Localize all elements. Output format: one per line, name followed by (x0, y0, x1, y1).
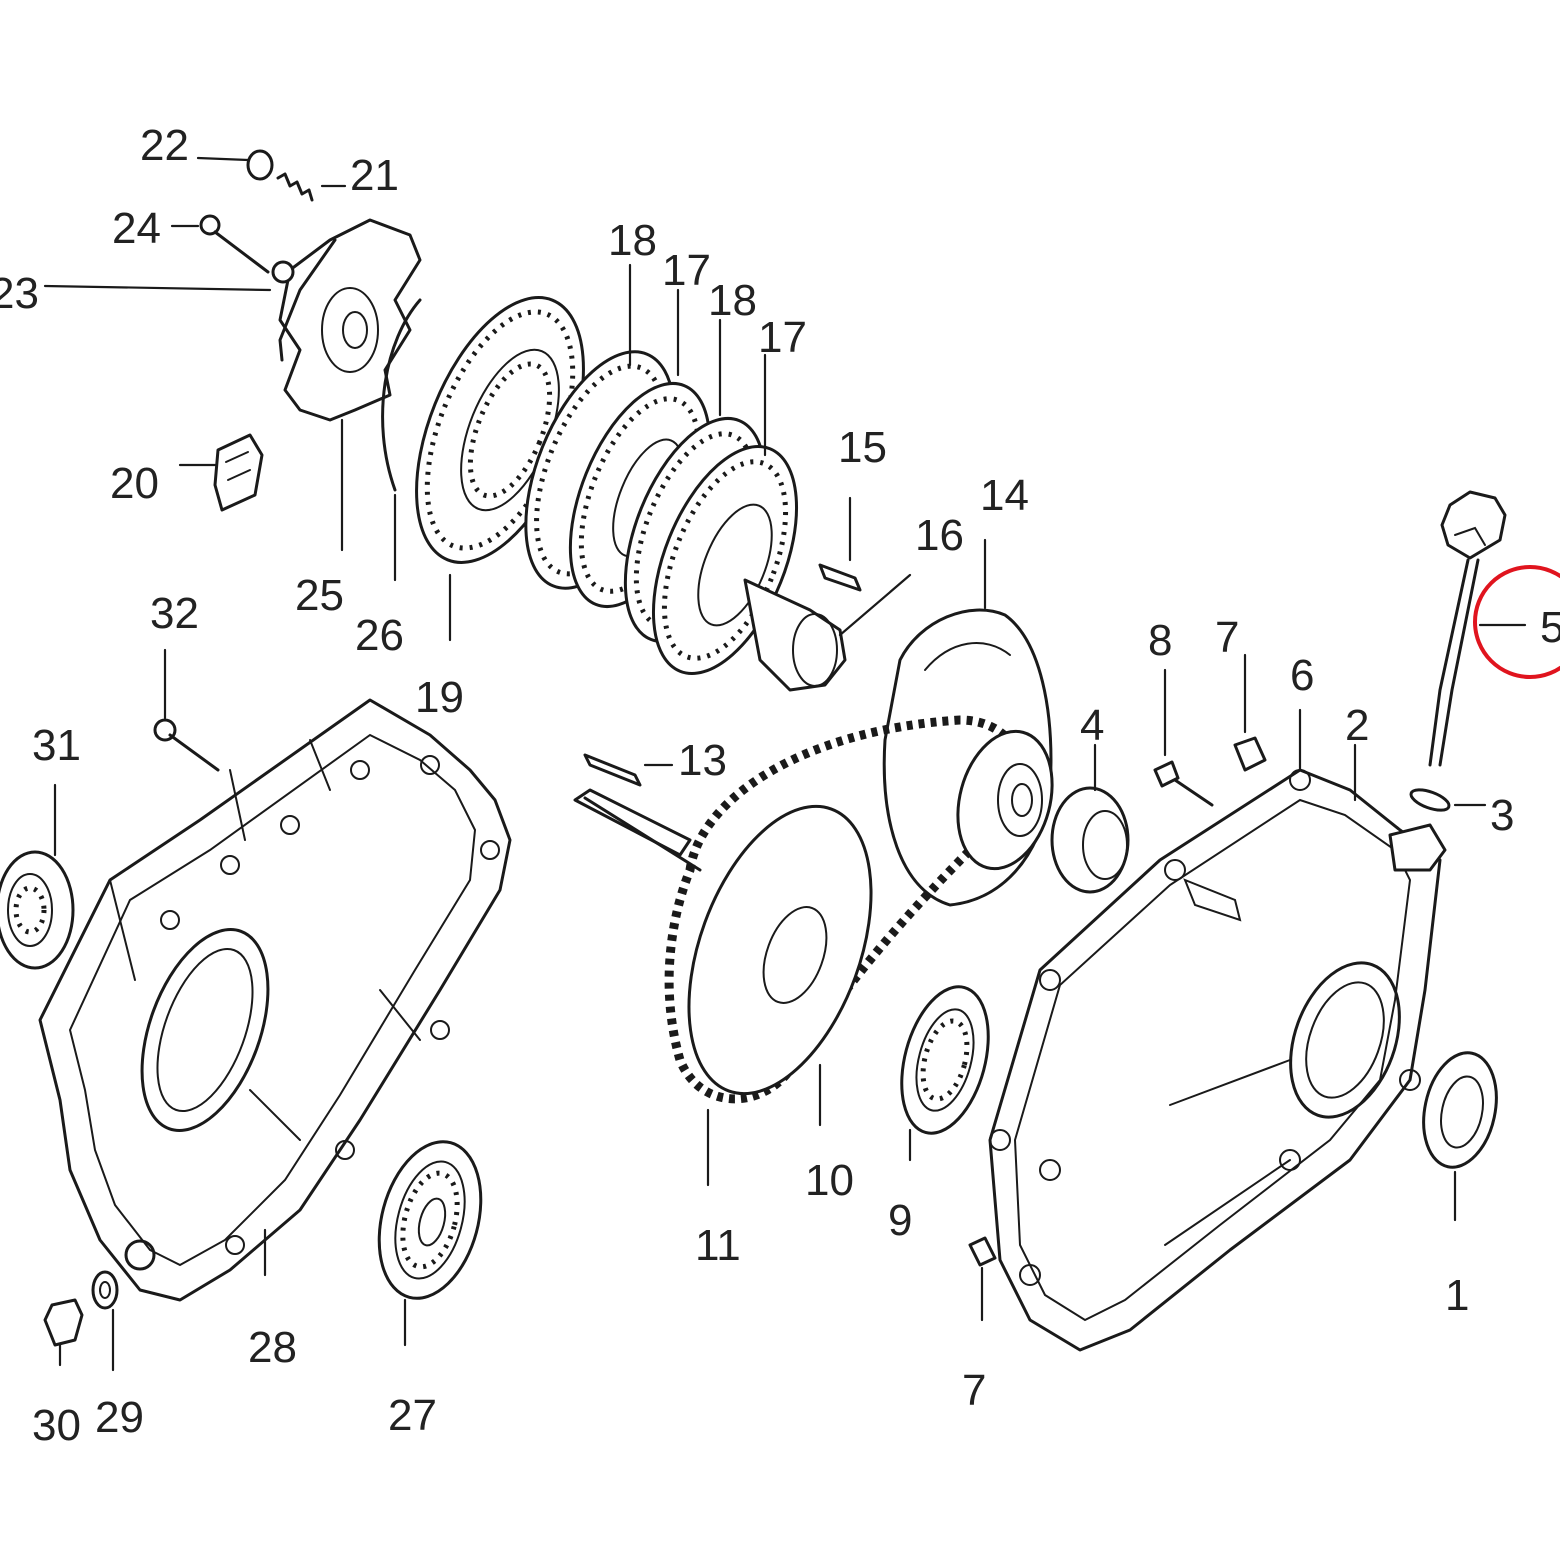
callout-28: 28 (248, 1323, 297, 1372)
callout-26: 26 (355, 611, 404, 660)
callout-5: 5 (1540, 603, 1560, 652)
washer-29 (91, 1270, 119, 1372)
drive-sprocket (956, 729, 1054, 871)
drain-plug-30 (43, 1298, 84, 1367)
driven-sprocket (687, 804, 873, 1096)
callout-18-first: 18 (608, 216, 657, 265)
dowel-pin-7-lower (968, 1236, 997, 1322)
callout-7-lower: 7 (962, 1366, 986, 1415)
callout-4: 4 (1080, 701, 1104, 750)
spring-21 (276, 172, 347, 202)
callout-23: 23 (0, 269, 39, 318)
o-ring-3 (1409, 788, 1487, 812)
callout-18-second: 18 (708, 276, 757, 325)
dowel-pin-7-upper (1233, 653, 1267, 772)
pin-15 (818, 496, 862, 592)
clutch-center-16 (743, 573, 912, 692)
oil-seal-1 (1422, 1051, 1498, 1222)
clutch-spring-plate-25 (278, 218, 422, 552)
callout-20: 20 (110, 459, 159, 508)
callout-13: 13 (678, 736, 727, 785)
nut-22 (196, 149, 274, 181)
bolt-24 (170, 214, 270, 274)
oil-seal-31 (0, 783, 75, 970)
weight-20 (178, 433, 264, 512)
callout-1: 1 (1445, 1271, 1469, 1320)
bolt-8 (1153, 668, 1214, 807)
drive-chain-10 (664, 715, 1026, 1127)
callout-7-upper: 7 (1215, 613, 1239, 662)
highlight-circle (1473, 565, 1560, 679)
callout-22: 22 (140, 121, 189, 170)
callout-3: 3 (1490, 791, 1514, 840)
callout-21: 21 (350, 151, 399, 200)
callout-2: 2 (1345, 701, 1369, 750)
callout-9: 9 (888, 1196, 912, 1245)
callout-19: 19 (415, 673, 464, 722)
callout-30: 30 (32, 1401, 81, 1450)
callout-15: 15 (838, 423, 887, 472)
callout-8: 8 (1148, 616, 1172, 665)
callout-16: 16 (915, 511, 964, 560)
callout-31: 31 (32, 721, 81, 770)
callout-14: 14 (980, 471, 1029, 520)
right-cover-2 (988, 708, 1447, 1352)
output-shaft (573, 788, 702, 872)
callout-29: 29 (95, 1393, 144, 1442)
callout-25: 25 (295, 571, 344, 620)
callout-32: 32 (150, 589, 199, 638)
retainer-23 (43, 238, 337, 362)
callout-11: 11 (695, 1221, 741, 1270)
bolt-32 (153, 648, 220, 772)
callout-17-first: 17 (662, 246, 711, 295)
callout-labels: 1 2 3 4 5 6 7 7 8 9 10 11 13 14 15 16 17… (0, 121, 1560, 1450)
callout-27: 27 (388, 1391, 437, 1440)
callout-24: 24 (112, 204, 161, 253)
bushing-4 (1050, 743, 1130, 894)
callout-10: 10 (805, 1156, 854, 1205)
circlip-26 (381, 298, 422, 582)
callout-17-second: 17 (758, 313, 807, 362)
left-crankcase-half (38, 698, 512, 1302)
callout-6: 6 (1290, 651, 1314, 700)
key-13 (583, 753, 674, 787)
dipstick-5 (1428, 490, 1527, 767)
bearing-27 (377, 1140, 483, 1347)
bearing-9 (900, 985, 990, 1162)
